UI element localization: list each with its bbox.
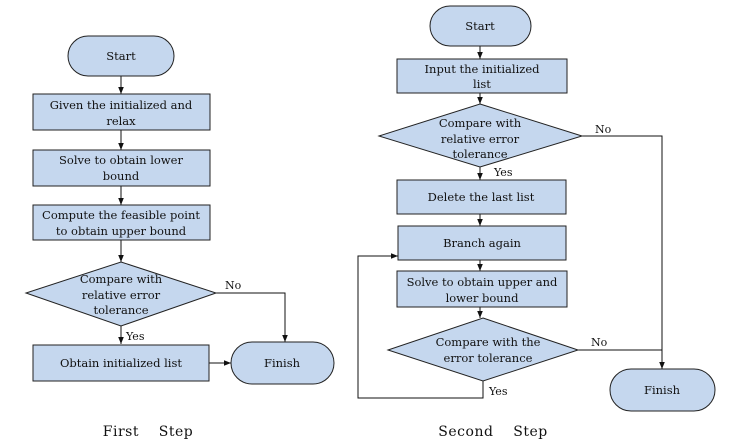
second-step-diagram: Start Input the initialized list Compare… [357,5,716,440]
first-solve-node: Solve to obtain lower bound [32,149,211,187]
first-solve-label-line1: Solve to obtain lower [59,153,183,167]
second-compare1-label-line1: Compare with [439,116,522,130]
second-compare1-label-line2: relative error [441,132,520,146]
second-finish-label: Finish [644,383,681,397]
second-step-caption: Second Step [438,424,547,440]
first-given-label-line1: Given the initialized and [50,98,193,112]
second-solve-label-line1: Solve to obtain upper and [407,275,558,289]
second-compare1-decision: Compare with relative error tolerance [377,103,584,168]
first-finish-label: Finish [264,356,301,370]
edge-compare2-yes-loop [357,253,484,399]
second-branch-node: Branch again [397,225,567,261]
first-compare-label-line2: relative error [82,288,161,302]
first-given-node: Given the initialized and relax [32,93,211,131]
first-step-caption: First Step [103,424,193,440]
first-compare-decision: Compare with relative error tolerance [24,261,218,327]
second-compare2-decision: Compare with the error tolerance [386,317,580,382]
second-finish-node: Finish [609,368,716,412]
second-solve-label-line2: lower bound [446,291,520,305]
first-step-diagram: Start Given the initialized and relax So… [24,35,335,440]
second-yes1-label: Yes [493,166,513,179]
edge-compare-no [216,292,288,342]
second-step-connectors [357,46,665,399]
second-compare2-label-line1: Compare with the [436,335,541,349]
first-compare-label-line3: tolerance [93,303,148,317]
second-delete-label: Delete the last list [428,190,535,204]
first-solve-label-line2: bound [103,169,140,183]
first-obtain-list-label: Obtain initialized list [60,356,182,370]
second-yes2-label: Yes [488,385,508,398]
first-compute-label-line2: to obtain upper bound [56,224,187,238]
second-compare2-label-line2: error tolerance [444,351,533,365]
first-finish-node: Finish [230,341,335,385]
first-start-node: Start [67,35,175,77]
second-delete-node: Delete the last list [396,179,567,215]
first-given-label-line2: relax [106,114,136,128]
second-input-node: Input the initialized list [396,58,568,94]
second-input-label-line2: list [473,77,491,91]
second-input-label-line1: Input the initialized [425,62,541,76]
second-no1-label: No [595,123,612,136]
second-start-label: Start [465,19,495,33]
edge-compare1-no [582,135,665,369]
first-compute-label-line1: Compute the feasible point [42,208,200,222]
second-branch-label: Branch again [443,236,521,250]
first-compare-label-line1: Compare with [80,272,163,286]
first-step-connectors [118,76,288,366]
first-start-label: Start [106,49,136,63]
second-solve-node: Solve to obtain upper and lower bound [396,270,568,308]
second-compare1-label-line3: tolerance [452,147,507,161]
second-start-node: Start [429,5,532,47]
first-no-label: No [225,279,242,292]
first-obtain-list-node: Obtain initialized list [32,344,210,382]
first-compute-node: Compute the feasible point to obtain upp… [32,204,211,241]
first-yes-label: Yes [125,330,145,343]
second-no2-label: No [591,336,608,349]
